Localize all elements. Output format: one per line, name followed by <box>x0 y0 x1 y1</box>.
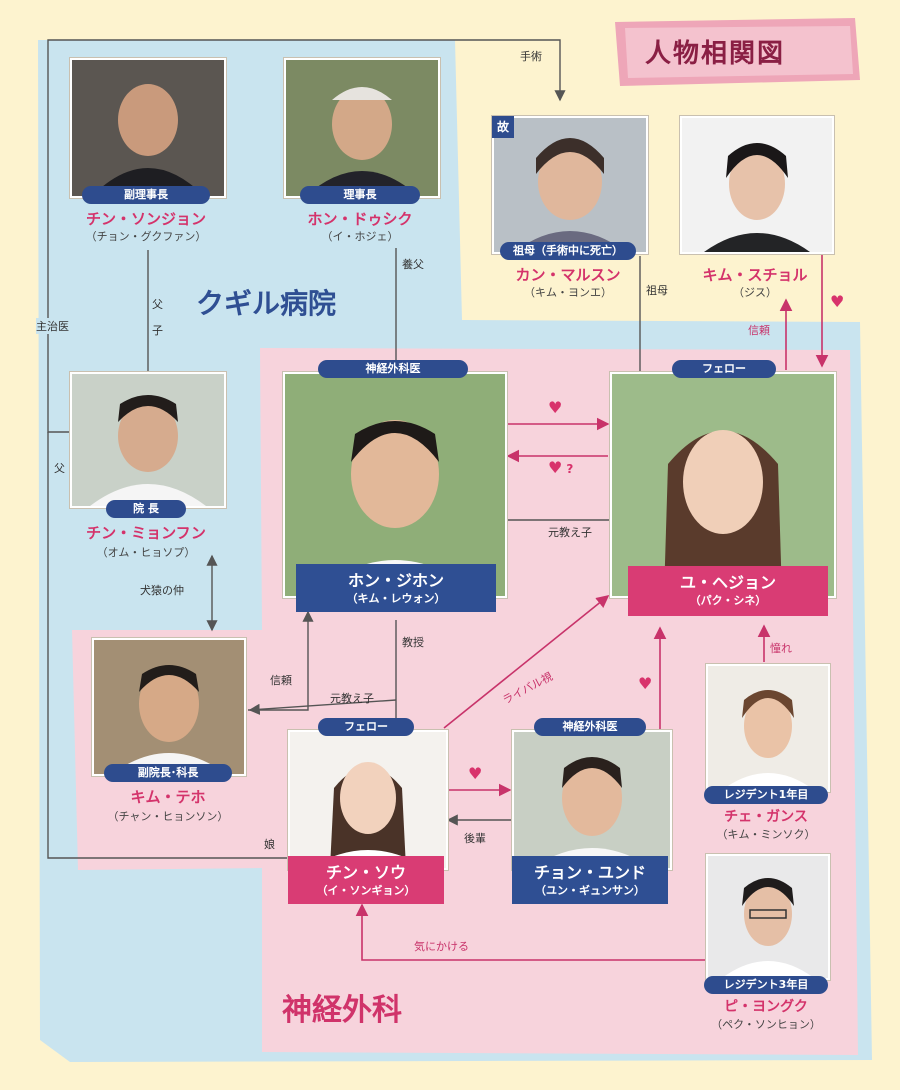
actor-yu-hejon: （パク・シネ） <box>689 594 767 607</box>
name-kim-suchol: キム・スチョル <box>702 266 808 284</box>
heart-icon-sou: ♥ <box>468 764 483 783</box>
neurosurgery-label: 神経外科 <box>282 993 402 1028</box>
name-che-gansu: チェ・ガンス <box>724 809 808 825</box>
actor-pi-yongku: （ペク・ソンヒョン） <box>711 1018 821 1031</box>
actor-che-gansu: （キム・ミンソク） <box>716 828 816 841</box>
label-daughter: 娘 <box>264 838 275 851</box>
photo-pi-yongku <box>706 854 830 980</box>
name-chin-sou: チン・ソウ <box>325 863 406 882</box>
label-former-student-hejon: 元教え子 <box>548 526 592 539</box>
label-surgery: 手術 <box>520 50 542 63</box>
label-care: 気にかける <box>414 940 469 953</box>
name-director: チン・ミョンフン <box>86 524 206 542</box>
name-hong-jihon: ホン・ジホン <box>347 571 444 590</box>
photo-kim-suchol <box>680 116 834 254</box>
actor-chairman: （イ・ホジェ） <box>321 230 399 243</box>
actor-chon-yundo: （ユン・ギュンサン） <box>535 884 645 897</box>
hospital-label: クギル病院 <box>196 287 337 320</box>
actor-director: （オム・ヒョソプ） <box>96 546 196 559</box>
line-surgery <box>47 39 566 360</box>
label-trust-pink: 信頼 <box>748 324 770 337</box>
actor-vice-chairman: （チョン・グクファン） <box>85 230 207 243</box>
label-dog-monkey: 犬猿の仲 <box>140 584 184 597</box>
actor-grandmother: （キム・ヨンエ） <box>524 286 612 299</box>
label-trust: 信頼 <box>270 674 292 687</box>
banner-yu-hejon: ユ・ヘジョン （パク・シネ） <box>628 566 828 616</box>
banner-chon-yundo: チョン・ユンド （ユン・ギュンサン） <box>512 856 668 904</box>
line-former-student-sou <box>248 699 397 715</box>
name-vice-chairman: チン・ソンジョン <box>85 210 206 228</box>
label-professor: 教授 <box>402 636 424 649</box>
deceased-badge: 故 <box>492 116 514 138</box>
name-chairman: ホン・ドゥシク <box>307 210 413 228</box>
name-pi-yongku: ピ・ヨングク <box>724 999 808 1015</box>
line-rival <box>443 594 610 729</box>
label-grandma: 祖母 <box>646 284 668 297</box>
banner-chin-sou: チン・ソウ （イ・ソンギョン） <box>288 856 444 904</box>
label-father-son: 父 子 <box>152 298 163 337</box>
photo-chairman <box>284 58 440 198</box>
role-che-gansu: レジデント1年目 <box>704 786 828 804</box>
photo-chin-sou <box>288 730 448 870</box>
line-attending <box>47 360 72 433</box>
heart-icon-jihon-hejon: ♥ <box>548 398 563 417</box>
label-former-student-sou: 元教え子 <box>330 692 374 705</box>
role-chin-sou: フェロー <box>318 718 414 736</box>
role-vice-chairman: 副理事長 <box>82 186 210 204</box>
photo-yu-hejon <box>610 372 836 598</box>
role-hong-jihon: 神経外科医 <box>318 360 468 378</box>
photo-kim-teho <box>92 638 246 776</box>
name-kim-teho: キム・テホ <box>130 788 206 806</box>
role-director: 院 長 <box>106 500 186 518</box>
photo-chon-yundo <box>512 730 672 870</box>
actor-chin-sou: （イ・ソンギョン） <box>316 884 416 897</box>
name-chon-yundo: チョン・ユンド <box>533 863 646 882</box>
heart-icon-suchol: ♥ <box>830 292 845 311</box>
role-pi-yongku: レジデント3年目 <box>704 976 828 994</box>
line-father <box>47 432 290 859</box>
label-junior: 後輩 <box>464 832 486 845</box>
question-mark: ? <box>566 462 574 476</box>
line-care <box>355 903 706 961</box>
photo-grandmother <box>492 116 648 254</box>
role-kim-teho: 副院長･科長 <box>104 764 232 782</box>
label-adoptive-father: 養父 <box>402 258 424 271</box>
actor-kim-suchol: （ジス） <box>733 286 777 299</box>
label-attending: 主治医 <box>36 318 69 334</box>
role-yu-hejon: フェロー <box>672 360 776 378</box>
name-grandmother: カン・マルスン <box>515 266 621 284</box>
title-banner <box>615 18 860 86</box>
photo-vice-chairman <box>70 58 226 198</box>
actor-hong-jihon: （キム・レウォン） <box>346 592 446 605</box>
photo-director <box>70 372 226 508</box>
role-chairman: 理事長 <box>300 186 420 204</box>
line-trust <box>248 610 314 711</box>
label-admire: 憧れ <box>770 642 792 655</box>
heart-icon-yundo: ♥ <box>638 674 653 693</box>
label-father: 父 <box>54 462 65 475</box>
actor-kim-teho: （チャン・ヒョンソン） <box>107 810 229 823</box>
heart-icon-hejon-jihon: ♥? <box>548 458 574 477</box>
photo-che-gansu <box>706 664 830 792</box>
name-yu-hejon: ユ・ヘジョン <box>679 573 776 592</box>
banner-hong-jihon: ホン・ジホン （キム・レウォン） <box>296 564 496 612</box>
page-title: 人物相関図 <box>645 39 786 69</box>
role-grandmother: 祖母（手術中に死亡） <box>500 242 636 260</box>
role-chon-yundo: 神経外科医 <box>534 718 646 736</box>
